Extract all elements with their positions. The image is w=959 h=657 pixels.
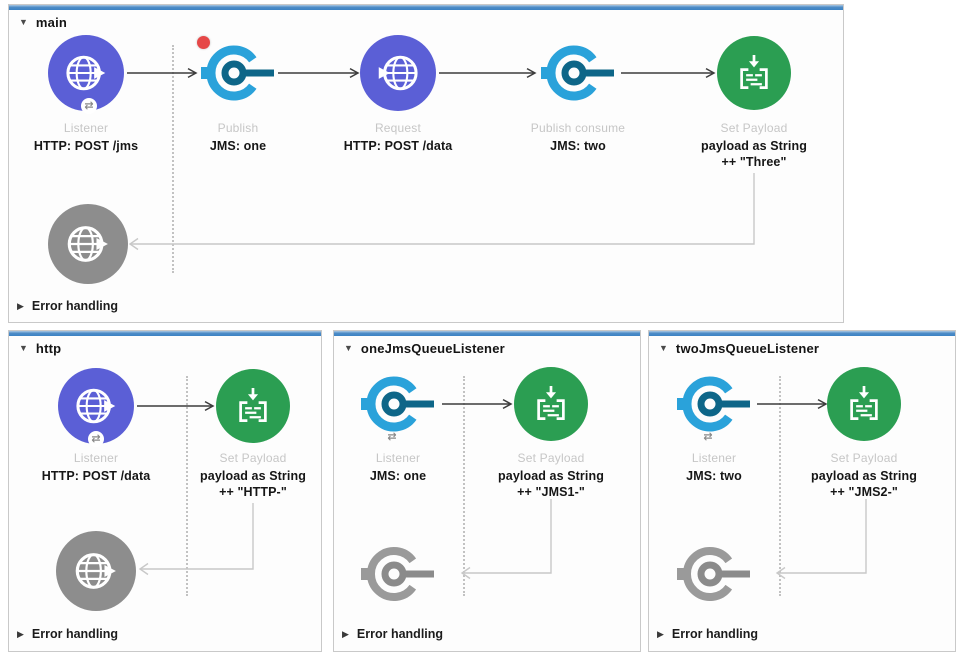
node-set-payload[interactable] <box>717 36 791 110</box>
flow-one-jms-queue-listener: ▼ oneJmsQueueListener ⇄ Listener JMS: on… <box>333 330 641 652</box>
collapse-toggle-icon[interactable]: ▼ <box>659 343 668 353</box>
exchange-badge-icon: ⇄ <box>81 98 97 114</box>
node-label: Request HTTP: POST /data <box>343 121 453 153</box>
flow-http-header[interactable]: ▼ http <box>19 341 61 356</box>
error-handling-toggle[interactable]: ▶ Error handling <box>17 627 118 641</box>
collapse-toggle-icon[interactable]: ▼ <box>344 343 353 353</box>
node-label: Listener HTTP: POST /jms <box>33 121 139 153</box>
node-label: Set Payload payload as String ++ "Three" <box>701 121 807 169</box>
set-payload-icon <box>216 369 290 443</box>
exchange-badge-icon: ⇄ <box>387 431 397 443</box>
jms-gray-ring-icon <box>677 547 750 601</box>
jms-queue-ring-icon <box>361 376 434 432</box>
flow-title: oneJmsQueueListener <box>360 341 505 356</box>
node-label: Listener HTTP: POST /data <box>41 451 151 483</box>
node-label: Listener JMS: one <box>369 451 427 483</box>
node-set-payload[interactable] <box>216 369 290 443</box>
node-set-payload[interactable] <box>827 367 901 441</box>
jms-gray-ring-icon <box>361 547 434 601</box>
node-jms-listener[interactable] <box>358 368 438 445</box>
error-handling-label: Error handling <box>671 627 759 641</box>
http-response-gray-icon <box>56 531 136 611</box>
node-label: Listener JMS: two <box>686 451 742 483</box>
flow-selected-bar <box>9 5 843 10</box>
collapse-toggle-icon[interactable]: ▼ <box>19 343 28 353</box>
insertion-guide-line <box>172 45 174 273</box>
expand-icon[interactable]: ▶ <box>17 300 24 311</box>
flow-http: ▼ http ⇄ Listener HTTP: POST /data <box>8 330 322 652</box>
flow-title: twoJmsQueueListener <box>675 341 820 356</box>
node-jms-reply-disabled[interactable] <box>358 538 438 615</box>
node-label: Set Payload payload as String ++ "JMS1-" <box>498 451 604 499</box>
error-handling-label: Error handling <box>356 627 444 641</box>
set-payload-icon <box>827 367 901 441</box>
exchange-badge-icon: ⇄ <box>88 431 104 447</box>
flow-title: main <box>35 15 68 30</box>
expand-icon[interactable]: ▶ <box>342 628 349 639</box>
node-jms-publish[interactable] <box>198 37 278 114</box>
flow-selected-bar <box>9 331 321 336</box>
flow-selected-bar <box>649 331 955 336</box>
flow-selected-bar <box>334 331 640 336</box>
set-payload-icon <box>717 36 791 110</box>
jms-queue-ring-icon <box>201 45 274 101</box>
error-handling-label: Error handling <box>31 299 119 313</box>
node-http-request[interactable] <box>360 35 436 111</box>
node-label: Publish consume JMS: two <box>530 121 626 153</box>
node-http-response-disabled[interactable] <box>48 204 128 284</box>
collapse-toggle-icon[interactable]: ▼ <box>19 17 28 27</box>
insertion-guide-line <box>463 376 465 596</box>
flow-main: ▼ main ⇄ Listener HTTP: POST /jms <box>8 4 844 323</box>
node-jms-listener[interactable] <box>674 368 754 445</box>
flow-title: http <box>35 341 62 356</box>
node-jms-publish-consume[interactable] <box>538 37 618 114</box>
http-request-icon <box>360 35 436 111</box>
flow-one-jms-header[interactable]: ▼ oneJmsQueueListener <box>344 341 505 356</box>
node-label: Publish JMS: one <box>209 121 267 153</box>
exchange-badge-icon: ⇄ <box>703 431 713 443</box>
node-set-payload[interactable] <box>514 367 588 441</box>
breakpoint-marker[interactable] <box>197 36 210 49</box>
node-jms-reply-disabled[interactable] <box>674 538 754 615</box>
error-handling-toggle[interactable]: ▶ Error handling <box>17 299 118 313</box>
http-response-gray-icon <box>48 204 128 284</box>
error-handling-toggle[interactable]: ▶ Error handling <box>657 627 758 641</box>
error-handling-label: Error handling <box>31 627 119 641</box>
flow-two-jms-queue-listener: ▼ twoJmsQueueListener ⇄ Listener JMS: tw… <box>648 330 956 652</box>
flow-two-jms-header[interactable]: ▼ twoJmsQueueListener <box>659 341 819 356</box>
error-handling-toggle[interactable]: ▶ Error handling <box>342 627 443 641</box>
insertion-guide-line <box>779 376 781 596</box>
insertion-guide-line <box>186 376 188 596</box>
flow-main-header[interactable]: ▼ main <box>19 15 67 30</box>
node-label: Set Payload payload as String ++ "JMS2-" <box>811 451 917 499</box>
node-label: Set Payload payload as String ++ "HTTP-" <box>200 451 306 499</box>
jms-queue-ring-icon <box>541 45 614 101</box>
node-http-response-disabled[interactable] <box>56 531 136 611</box>
set-payload-icon <box>514 367 588 441</box>
expand-icon[interactable]: ▶ <box>17 628 24 639</box>
expand-icon[interactable]: ▶ <box>657 628 664 639</box>
jms-queue-ring-icon <box>677 376 750 432</box>
